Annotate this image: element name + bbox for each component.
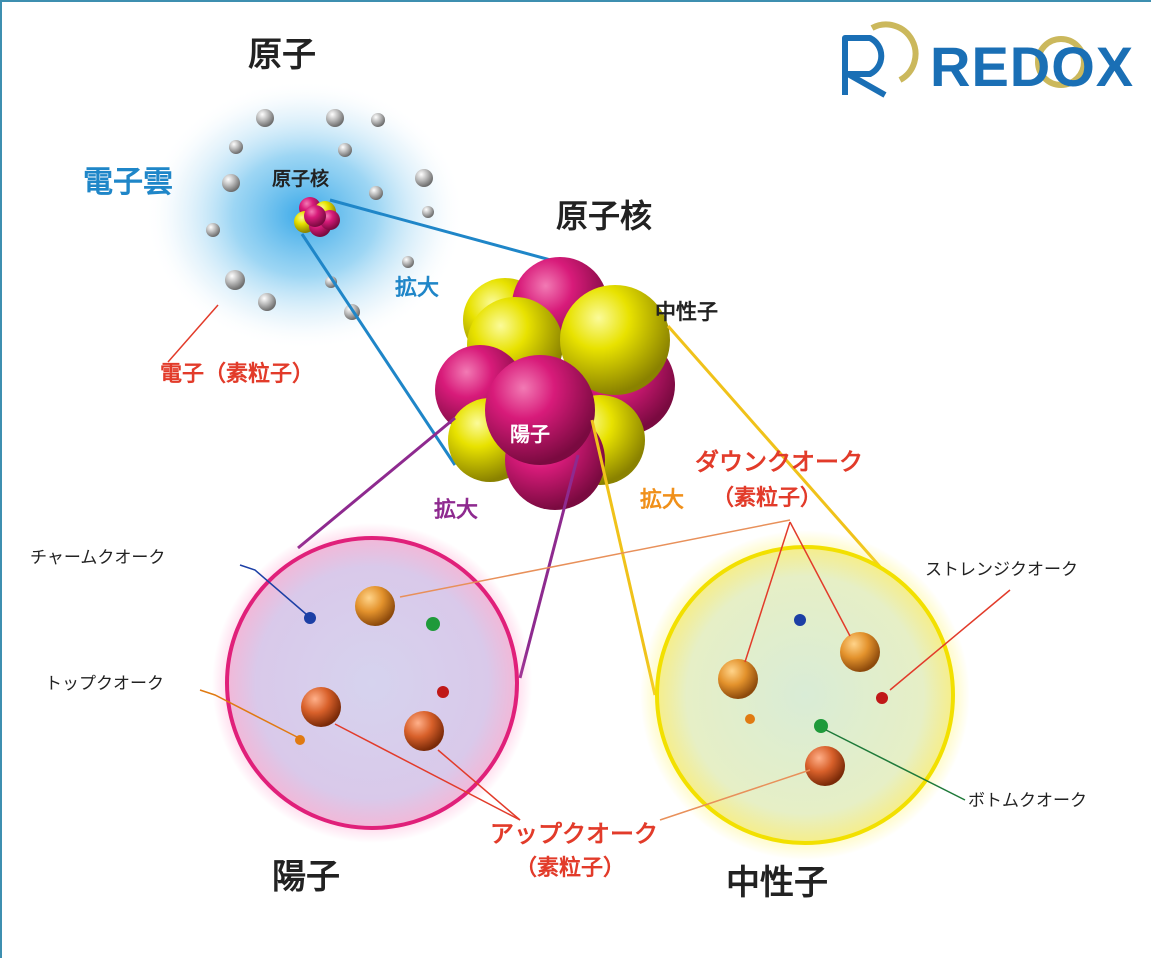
electron — [402, 256, 414, 268]
zoom-lines-neutron — [590, 325, 892, 696]
electron — [326, 109, 344, 127]
nucleus-title: 原子核 — [556, 197, 653, 235]
charm-quark — [794, 614, 806, 626]
up-quark — [404, 711, 444, 751]
electron — [256, 109, 274, 127]
proton-title: 陽子 — [272, 857, 340, 897]
up-quark — [805, 746, 845, 786]
electron — [422, 206, 434, 218]
redox-logo: REDOX — [930, 35, 1135, 98]
electron — [222, 174, 240, 192]
proton-label: 陽子 — [510, 422, 550, 446]
zoom-label-neutron: 拡大 — [640, 488, 685, 513]
zoom-lines-atom — [300, 198, 581, 466]
bottom-quark-label: ボトムクオーク — [968, 791, 1087, 811]
strange-quark — [876, 692, 888, 704]
zoom-lines-proton — [297, 416, 580, 679]
electron — [415, 169, 433, 187]
electron-leader — [167, 304, 219, 363]
atom-nucleus-label: 原子核 — [272, 168, 330, 190]
down-quark-label: ダウンクオーク — [695, 448, 863, 476]
down-quark — [840, 632, 880, 672]
electron — [338, 143, 352, 157]
up-quark-sub: （素粒子） — [515, 856, 626, 881]
proton-circle — [212, 523, 532, 843]
bottom-quark — [814, 719, 828, 733]
electron — [225, 270, 245, 290]
zoom-label-proton: 拡大 — [434, 498, 479, 523]
down-quark — [718, 659, 758, 699]
top-quark — [295, 735, 305, 745]
charm-quark-label: チャームクオーク — [30, 548, 166, 568]
top-quark-label: トップクオーク — [45, 674, 164, 694]
atom-title: 原子 — [248, 35, 316, 75]
up-quark-label: アップクオーク — [490, 820, 658, 848]
electron-label: 電子（素粒子） — [160, 362, 315, 387]
redox-r-icon — [842, 21, 919, 98]
zoom-label-atom: 拡大 — [395, 276, 440, 301]
strange-quark — [426, 617, 440, 631]
nucleus-large — [435, 257, 675, 510]
top-quark — [745, 714, 755, 724]
bottom-quark — [437, 686, 449, 698]
redox-o-ring — [1035, 36, 1087, 88]
charm-quark — [304, 612, 316, 624]
quark-leaders — [199, 519, 1011, 821]
strange-quark-label: ストレンジクオーク — [925, 560, 1078, 580]
electron-cloud-label: 電子雲 — [83, 165, 173, 200]
electrons — [206, 109, 434, 320]
up-quark — [301, 687, 341, 727]
neutron-circle — [640, 530, 970, 860]
electron — [206, 223, 220, 237]
neutron-title: 中性子 — [726, 863, 828, 903]
electron — [369, 186, 383, 200]
down-quark-sub: （素粒子） — [712, 486, 823, 511]
up-quark — [355, 586, 395, 626]
electron — [258, 293, 276, 311]
neutron-label: 中性子 — [655, 300, 718, 324]
atom-nucleus-small — [294, 197, 340, 237]
electron — [229, 140, 243, 154]
electron — [371, 113, 385, 127]
